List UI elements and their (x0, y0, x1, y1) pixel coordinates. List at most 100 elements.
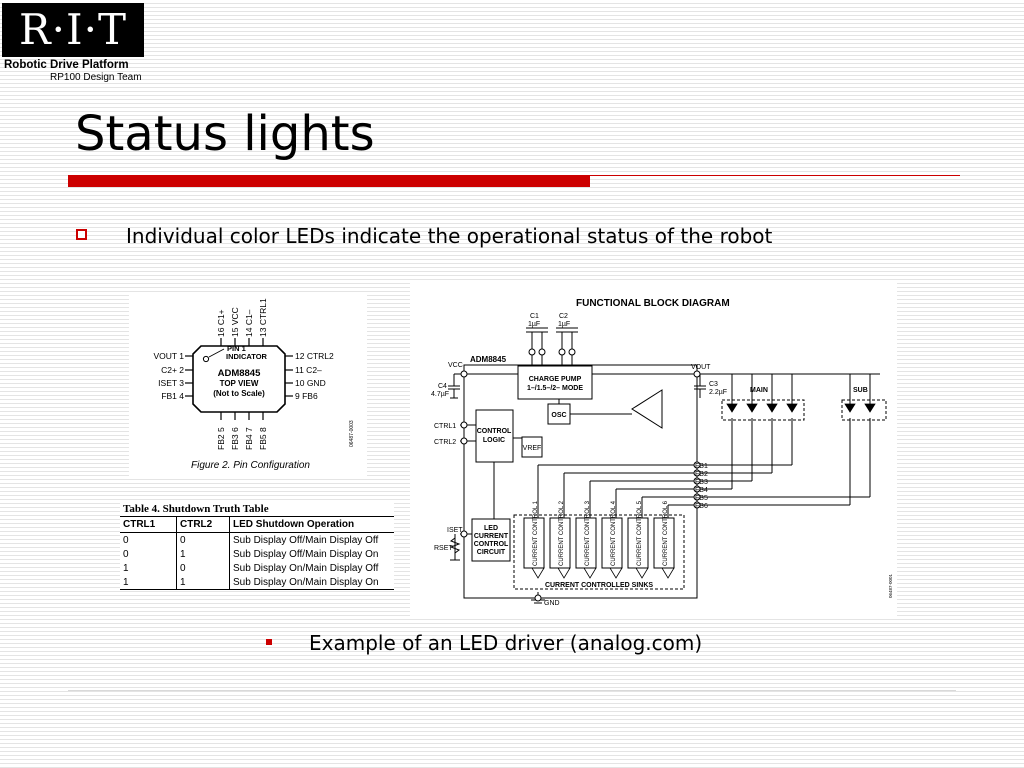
sub-group-label: SUB (853, 387, 868, 394)
osc-label: OSC (551, 412, 566, 419)
logo-platform-name: Robotic Drive Platform (4, 59, 129, 71)
ctrl1-label: CTRL1 (434, 423, 456, 430)
right-pin-label: 10 GND (295, 378, 326, 388)
slide-title: Status lights (75, 106, 375, 162)
sink-label: CURRENT CONTROL 6 (663, 500, 669, 566)
top-pin-label: 16 C1+ (216, 309, 226, 337)
control-logic-label: CONTROL (477, 428, 512, 435)
fb-label: FB1 (695, 463, 708, 470)
table-row: 0 1 Sub Display Off/Main Display On (120, 547, 394, 561)
table-cell: Sub Display On/Main Display Off (229, 561, 394, 575)
fb-label: FB3 (695, 479, 708, 486)
rset-label: RSET (434, 545, 453, 552)
fb-label: FB4 (695, 487, 708, 494)
sink-label: CURRENT CONTROL 2 (559, 500, 565, 566)
sink-label: CURRENT CONTROL 3 (585, 500, 591, 566)
table-cell: 1 (123, 562, 129, 574)
chip-scale: (Not to Scale) (213, 389, 265, 398)
pin-configuration-figure: 16 C1+ 15 VCC 14 C1– 13 CTRL1 FB2 5 FB3 … (129, 292, 367, 478)
left-pin-label: VOUT 1 (153, 351, 184, 361)
chip-name: ADM8845 (218, 368, 261, 379)
table-row: 1 1 Sub Display On/Main Display On (120, 575, 394, 590)
chip-outline (192, 345, 286, 413)
table-cell: 1 (120, 575, 177, 590)
filled-square-bullet-icon (266, 639, 272, 645)
table-cell: 0 (123, 534, 129, 546)
table-header: LED Shutdown Operation (229, 516, 394, 533)
top-pin-label: 14 C1– (244, 309, 254, 337)
iset-label: ISET (447, 527, 463, 534)
c4-label: C4 (438, 383, 447, 390)
c3-value: 2.2µF (709, 389, 727, 396)
led-main-3-icon (766, 403, 778, 413)
led-current-label-4: CIRCUIT (477, 549, 506, 556)
title-underline-bar (68, 175, 590, 187)
table-cell: Sub Display On/Main Display On (229, 575, 394, 590)
chip-view: TOP VIEW (220, 379, 259, 388)
top-pin-label: 13 CTRL1 (258, 298, 268, 337)
title-underline-rule (590, 175, 960, 176)
sink-label: CURRENT CONTROL 1 (533, 500, 539, 566)
pin1-label: PIN 1 (227, 344, 246, 353)
c1-label: C1 (530, 313, 539, 320)
fb-label: FB6 (695, 503, 708, 510)
bottom-pin-label: FB3 6 (230, 427, 240, 450)
sink-label: CURRENT CONTROL 4 (611, 500, 617, 566)
main-group-label: MAIN (750, 387, 768, 394)
ctrl2-label: CTRL2 (434, 439, 456, 446)
rit-logo: R·I·T (2, 3, 144, 57)
c4-value: 4.7µF (431, 391, 449, 398)
table-header: CTRL1 (120, 516, 177, 533)
block-diagram-title: FUNCTIONAL BLOCK DIAGRAM (576, 298, 730, 309)
table-cell: Sub Display Off/Main Display On (229, 547, 394, 561)
led-main-1-icon (726, 403, 738, 413)
logo-team-name: RP100 Design Team (50, 72, 142, 83)
charge-pump-mode: 1–/1.5–/2– MODE (527, 385, 583, 392)
vref-label: VREF (523, 445, 542, 452)
functional-block-diagram: FUNCTIONAL BLOCK DIAGRAM ADM8845 VCC C1 … (410, 282, 897, 618)
led-current-label-2: CURRENT (474, 533, 509, 540)
charge-pump-label: CHARGE PUMP (529, 376, 582, 383)
bottom-pin-label: FB2 5 (216, 427, 226, 450)
c2-value: 1µF (558, 321, 570, 328)
vout-label: VOUT (691, 364, 711, 371)
bullet-text-example: Example of an LED driver (analog.com) (309, 631, 703, 655)
bottom-pin-label: FB5 8 (258, 427, 268, 450)
vcc-label: VCC (448, 362, 463, 369)
shutdown-truth-table: Table 4. Shutdown Truth Table CTRL1 CTRL… (120, 502, 394, 590)
left-pin-label: ISET 3 (158, 378, 184, 388)
pin-figure-code: 06487-0003 (349, 420, 355, 447)
table-header: CTRL2 (176, 516, 230, 533)
left-pin-label: FB1 4 (161, 391, 184, 401)
table-cell: 0 (176, 561, 230, 575)
diagram-code: 06487-0001 (888, 573, 893, 598)
right-pin-label: 11 C2– (295, 365, 322, 375)
bottom-pin-label: FB4 7 (244, 427, 254, 450)
c2-label: C2 (559, 313, 568, 320)
fb-label: FB2 (695, 471, 708, 478)
pin-figure-caption: Figure 2. Pin Configuration (191, 460, 310, 471)
top-pin-label: 15 VCC (230, 307, 240, 337)
led-sub-1-icon (844, 403, 856, 413)
block-chip-name: ADM8845 (470, 355, 507, 364)
table-cell: 1 (176, 547, 230, 561)
led-current-label-3: CONTROL (474, 541, 509, 548)
led-current-label-1: LED (484, 525, 498, 532)
pin1-indicator-label: INDICATOR (226, 352, 268, 361)
table-cell: 0 (123, 548, 129, 560)
c3-label: C3 (709, 381, 718, 388)
bullet-text-leds: Individual color LEDs indicate the opera… (126, 224, 773, 248)
control-logic-label-2: LOGIC (483, 437, 505, 444)
sink-label: CURRENT CONTROL 5 (637, 500, 643, 566)
table-row: 1 0 Sub Display On/Main Display Off (120, 561, 394, 575)
table-cell: 1 (176, 575, 230, 590)
gnd-label: GND (544, 600, 560, 607)
hollow-square-bullet-icon (76, 229, 87, 240)
sinks-group-label: CURRENT CONTROLLED SINKS (545, 582, 653, 589)
table-cell: 0 (176, 532, 230, 547)
pin1-indicator-icon (202, 355, 210, 363)
table-caption: Table 4. Shutdown Truth Table (123, 503, 269, 515)
table-row: 0 0 Sub Display Off/Main Display Off (120, 532, 394, 547)
left-pin-label: C2+ 2 (161, 365, 184, 375)
led-main-4-icon (786, 403, 798, 413)
